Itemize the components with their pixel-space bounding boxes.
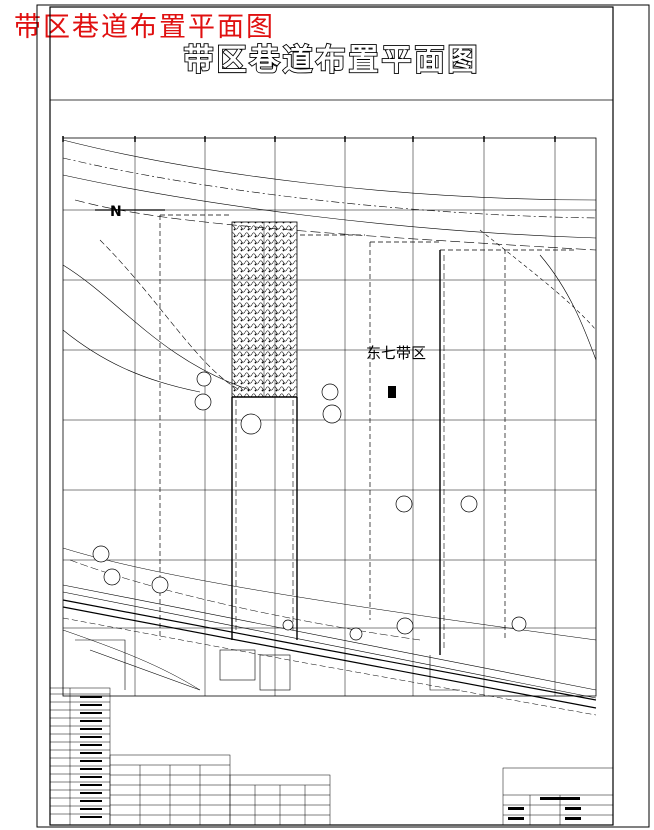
- grid-ticks: [62, 136, 556, 142]
- zone-marker: [388, 386, 396, 398]
- north-arrow: N: [95, 204, 165, 220]
- secondary-entries: [235, 255, 445, 650]
- boundary-curves: [62, 139, 597, 393]
- main-roadway-bundle: [62, 547, 597, 716]
- inner-frame: [49, 6, 614, 826]
- svg-text:N: N: [110, 204, 122, 220]
- equipment-markers: [92, 371, 527, 641]
- main-entries: [231, 250, 441, 655]
- title-block-marks: [508, 797, 581, 820]
- title-block: [502, 767, 614, 826]
- goaf-hatched-area: [231, 221, 298, 398]
- legend-marks: [80, 696, 102, 818]
- zone-label: 东七带区: [366, 344, 426, 362]
- watermark-title: 带区巷道布置平面图: [14, 12, 275, 43]
- map-frame: [62, 137, 597, 697]
- drawing-title: 带区巷道布置平面图: [184, 43, 481, 78]
- legend-table: [49, 687, 331, 826]
- roadway-outlines: [159, 214, 575, 640]
- lower-left-structures: [75, 639, 460, 691]
- outer-frame: [36, 4, 650, 828]
